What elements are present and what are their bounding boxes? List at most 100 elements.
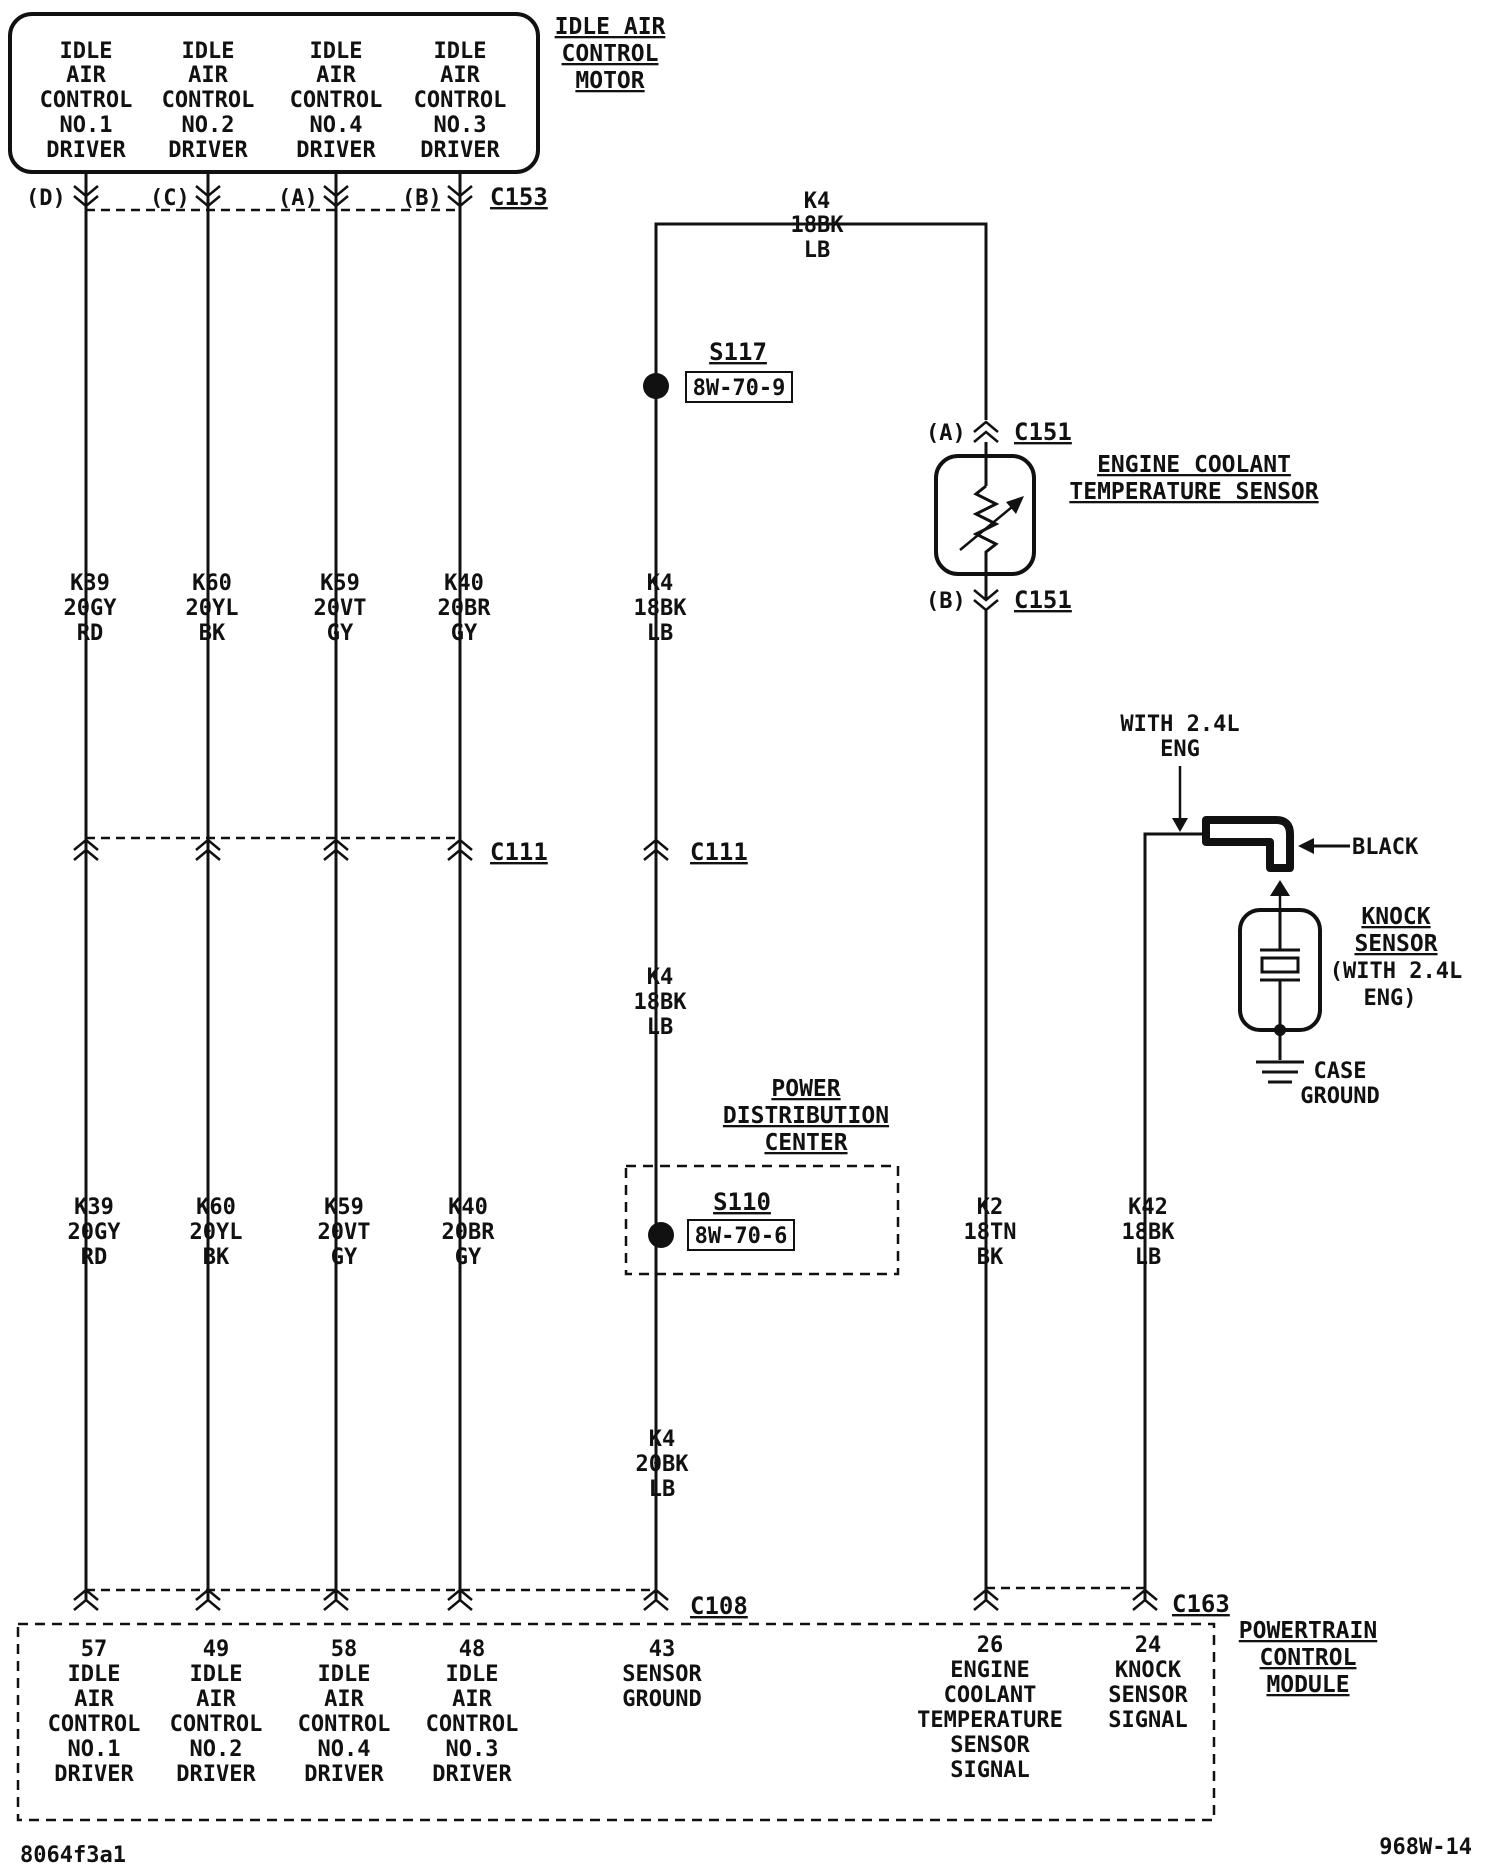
iac-driver-3-line2: AIR xyxy=(440,63,480,88)
wire-k60-upper-line2: 20YL xyxy=(186,596,239,621)
ect-title: ENGINE COOLANT TEMPERATURE SENSOR xyxy=(1069,452,1318,505)
pcm-pin-48: 48 IDLE AIR CONTROL NO.3 DRIVER xyxy=(426,1637,519,1787)
splice-s110-dot xyxy=(648,1222,674,1248)
knock-sensor-lead-arrowhead xyxy=(1270,880,1290,896)
iac-driver-3-line4: NO.3 xyxy=(434,113,487,138)
wire-k2-label: K2 18TN BK xyxy=(964,1195,1017,1270)
pcm-pin-58-line1: 58 xyxy=(331,1637,358,1662)
wire-k4-top-line2: 18BK xyxy=(791,213,845,238)
wire-k4-top-line1: K4 xyxy=(804,189,831,214)
splice-s117-ref: 8W-70-9 xyxy=(693,376,786,401)
wire-k42-line3: LB xyxy=(1135,1245,1162,1270)
pcm-pin-43-line3: GROUND xyxy=(622,1687,701,1712)
connector-c151a-symbol xyxy=(973,420,999,443)
wire-k60-upper-line1: K60 xyxy=(192,571,232,596)
knock-sensor-crystal xyxy=(1260,956,1300,974)
pcm-pin-24: 24 KNOCK SENSOR SIGNAL xyxy=(1108,1633,1188,1733)
iac-wires xyxy=(84,172,462,1600)
iac-driver-2-line4: NO.2 xyxy=(182,113,235,138)
pcm-pin-48-line4: CONTROL xyxy=(426,1712,519,1737)
connector-c153-symbols xyxy=(73,185,473,208)
pcm-pin-26-line4: TEMPERATURE xyxy=(917,1708,1063,1733)
wire-k59-lower-line3: GY xyxy=(331,1245,358,1270)
splice-s117-name: S117 xyxy=(709,338,767,366)
case-ground-line2: GROUND xyxy=(1300,1084,1379,1109)
pcm-pin-49-line2: IDLE xyxy=(190,1662,243,1687)
knock-sensor-element-top xyxy=(1260,910,1300,952)
wire-k59-upper-line1: K59 xyxy=(320,571,360,596)
knock-with-eng-line2: ENG xyxy=(1160,737,1200,762)
iac-driver-4-line1: IDLE xyxy=(310,39,363,64)
wire-k4-bottom-line1: K4 xyxy=(649,1427,676,1452)
knock-with-eng-arrowhead xyxy=(1172,818,1188,832)
knock-black-label: BLACK xyxy=(1352,835,1419,860)
wire-k4-low-line1: K4 xyxy=(647,965,674,990)
iac-title-line2: CONTROL xyxy=(562,41,659,67)
wire-k4 xyxy=(654,222,988,1600)
ect-variable-arrowhead xyxy=(1006,496,1024,514)
wire-k40-lower-line1: K40 xyxy=(448,1195,488,1220)
pcm-pin-49-line3: AIR xyxy=(196,1687,236,1712)
iac-motor-title: IDLE AIR CONTROL MOTOR xyxy=(555,14,666,94)
wire-k4-mid-line3: LB xyxy=(647,621,674,646)
wire-k4-mid-line1: K4 xyxy=(647,571,674,596)
iac-driver-labels: IDLE AIR CONTROL NO.1 DRIVER IDLE AIR CO… xyxy=(40,39,507,163)
pcm-pin-26: 26 ENGINE COOLANT TEMPERATURE SENSOR SIG… xyxy=(917,1633,1063,1783)
iac-driver-2-line5: DRIVER xyxy=(168,138,248,163)
wire-k40-upper-line1: K40 xyxy=(444,571,484,596)
iac-driver-3-line3: CONTROL xyxy=(414,88,507,113)
wire-k39-lower-line3: RD xyxy=(81,1245,108,1270)
wire-k4-low-line2: 18BK xyxy=(634,990,688,1015)
pcm-pin-26-line5: SENSOR xyxy=(950,1733,1030,1758)
wire-k39-upper-line3: RD xyxy=(77,621,104,646)
wire-k59-lower-line2: 20VT xyxy=(318,1220,371,1245)
wire-k39-upper-line2: 20GY xyxy=(64,596,118,621)
iac-driver-1-line2: AIR xyxy=(66,63,106,88)
iac-title-line1: IDLE AIR xyxy=(555,14,666,40)
pcm-title-line2: CONTROL xyxy=(1260,1645,1357,1671)
pdc-title: POWER DISTRIBUTION CENTER xyxy=(723,1076,889,1156)
connector-c151b: C151 xyxy=(1014,586,1072,614)
knock-title: KNOCK SENSOR (WITH 2.4L ENG) xyxy=(1330,904,1462,1011)
ect-pin-b: (B) xyxy=(926,589,966,614)
splice-s110-ref-box xyxy=(687,1219,795,1251)
wire-k59-upper-line3: GY xyxy=(327,621,354,646)
wire-k39-lower-line2: 20GY xyxy=(68,1220,122,1245)
wire-k40-upper-line2: 20BR xyxy=(438,596,492,621)
pcm-pin-43-line1: 43 xyxy=(649,1637,676,1662)
iac-driver-1-line5: DRIVER xyxy=(46,138,126,163)
pcm-pin-48-line3: AIR xyxy=(452,1687,492,1712)
knock-title-line2: SENSOR xyxy=(1354,931,1437,957)
pcm-pin-48-line5: NO.3 xyxy=(446,1737,499,1762)
iac-motor-box xyxy=(8,12,540,174)
pcm-pin-49-line6: DRIVER xyxy=(176,1762,256,1787)
pcm-pin-24-line1: 24 xyxy=(1135,1633,1162,1658)
wire-k2-line1: K2 xyxy=(977,1195,1004,1220)
iac-driver-4-line3: CONTROL xyxy=(290,88,383,113)
pcm-pin-58-line6: DRIVER xyxy=(304,1762,384,1787)
connector-c163: C163 xyxy=(1172,1590,1230,1618)
connector-c108-symbols xyxy=(73,1588,669,1611)
wire-k42-label: K42 18BK LB xyxy=(1122,1195,1176,1270)
connector-c163-symbols xyxy=(973,1588,1158,1611)
iac-upper-wire-labels: K39 20GY RD K60 20YL BK K59 20VT GY K40 … xyxy=(64,571,492,646)
pdc-title-line3: CENTER xyxy=(764,1130,847,1156)
pcm-pin-26-line2: ENGINE xyxy=(950,1658,1029,1683)
wire-k60-lower-line1: K60 xyxy=(196,1195,236,1220)
connector-c111b-symbol xyxy=(643,838,669,861)
wire-k42-line2: 18BK xyxy=(1122,1220,1176,1245)
wire-k4-low-label: K4 18BK LB xyxy=(634,965,688,1040)
pcm-pin-57-line6: DRIVER xyxy=(54,1762,134,1787)
pdc-title-line1: POWER xyxy=(771,1076,840,1102)
pcm-pin-57-line2: IDLE xyxy=(68,1662,121,1687)
ect-resistor xyxy=(972,484,1000,600)
wire-k2-line2: 18TN xyxy=(964,1220,1017,1245)
ect-title-line2: TEMPERATURE SENSOR xyxy=(1069,479,1318,505)
wire-k59-lower-line1: K59 xyxy=(324,1195,364,1220)
connector-c151a: C151 xyxy=(1014,418,1072,446)
iac-pin-d: (D) xyxy=(26,186,66,211)
wire-k60-lower-line2: 20YL xyxy=(190,1220,243,1245)
wire-k4-top-line3: LB xyxy=(804,238,831,263)
splice-s117-ref-box xyxy=(685,371,793,403)
wire-k40-lower-line3: GY xyxy=(455,1245,482,1270)
